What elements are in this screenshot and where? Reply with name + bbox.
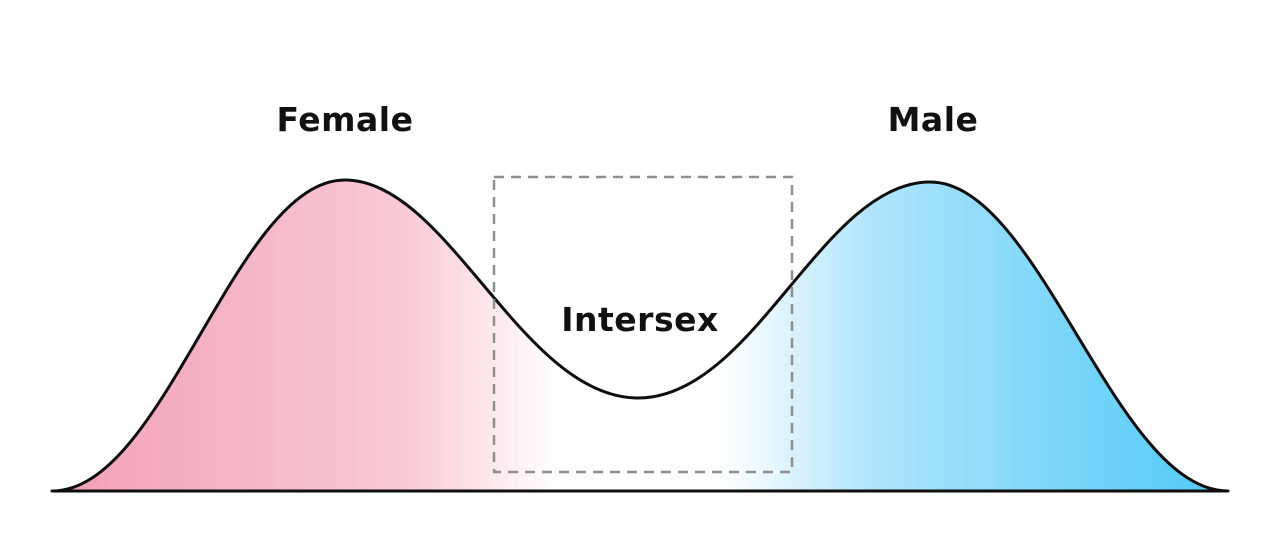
female-label: Female: [276, 100, 414, 139]
intersex-region-box: [492, 175, 794, 474]
bimodal-curve: [50, 178, 1230, 493]
intersex-label: Intersex: [561, 300, 719, 339]
male-label: Male: [887, 100, 979, 139]
